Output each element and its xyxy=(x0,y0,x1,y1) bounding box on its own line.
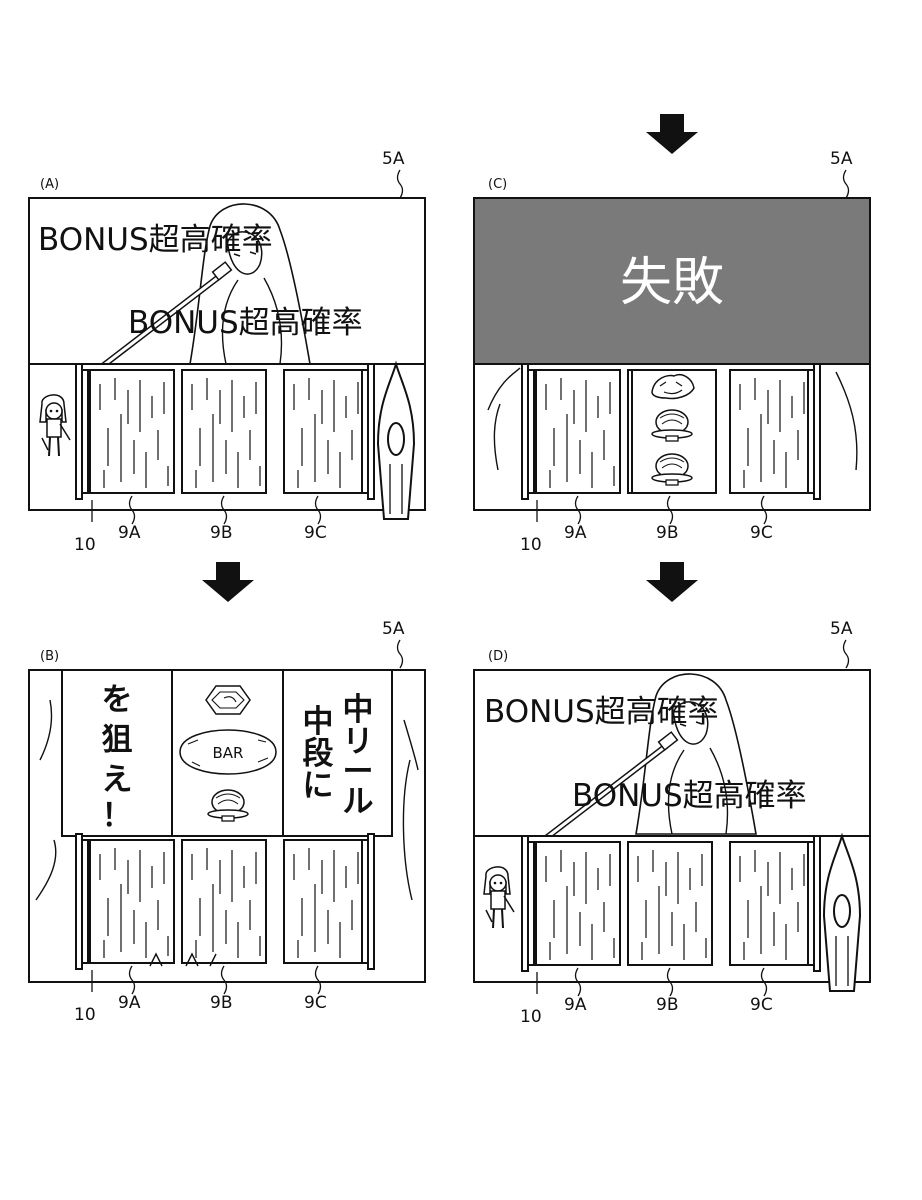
reel-unit xyxy=(522,836,820,971)
panel-a: (A) 5A BONUS超高確率 BONUS超高確率 10 9A 9B 9C xyxy=(28,149,426,555)
instruction-left-char: え xyxy=(102,762,133,798)
instruction-left-char: を xyxy=(102,682,133,718)
dragon-icon xyxy=(651,374,695,400)
instruction-right-char: ル xyxy=(343,784,374,820)
panel-c-label: (C) xyxy=(488,177,507,192)
bonus-banner-top: BONUS超高確率 xyxy=(38,222,273,258)
panel-a-label: (A) xyxy=(40,177,59,192)
reel-unit xyxy=(76,364,374,499)
frame-ref: 10 xyxy=(520,535,542,555)
panel-c-screen-ref: 5A xyxy=(830,149,853,169)
frame-ref: 10 xyxy=(520,1007,542,1027)
result-text: 失敗 xyxy=(620,253,724,313)
reel-unit xyxy=(76,834,374,969)
instruction-right-char: 中 xyxy=(343,692,374,728)
panel-b-label: (B) xyxy=(40,649,59,664)
result-band xyxy=(473,197,871,365)
reel-left-ref: 9A xyxy=(564,523,587,543)
down-arrow-icon xyxy=(646,562,698,602)
bonus-banner-bottom: BONUS超高確率 xyxy=(128,305,363,341)
bonus-banner-top: BONUS超高確率 xyxy=(484,694,719,730)
reel-left-ref: 9A xyxy=(564,995,587,1015)
reel-left-ref: 9A xyxy=(118,993,141,1013)
bar-symbol xyxy=(179,729,277,775)
panel-b-screen-ref: 5A xyxy=(382,619,405,639)
instruction-right-char: リ xyxy=(343,724,374,760)
reel-right-ref: 9C xyxy=(304,523,327,543)
panel-c: (C) 5A 失敗 10 9A 9B 9C xyxy=(473,149,871,555)
instruction-left-char: ！ xyxy=(102,798,133,834)
down-arrow-icon xyxy=(646,114,698,154)
frame-ref: 10 xyxy=(74,535,96,555)
instruction-right-char: に xyxy=(303,768,334,804)
instruction-right-char: ー xyxy=(343,754,374,790)
instruction-left-char: 狙 xyxy=(102,722,133,758)
frame-ref: 10 xyxy=(74,1005,96,1025)
reel-left-ref: 9A xyxy=(118,523,141,543)
panel-d-screen-ref: 5A xyxy=(830,619,853,639)
reel-right-ref: 9C xyxy=(750,523,773,543)
crystal-symbol-icon xyxy=(205,685,251,715)
panel-b: (B) 5A を 狙 え ！ 中 リ ー ル 中 段 に BAR xyxy=(28,619,426,1025)
panel-a-screen-ref: 5A xyxy=(382,149,405,169)
reel-center-ref: 9B xyxy=(656,523,678,543)
panel-d: (D) 5A BONUS超高確率 BONUS超高確率 10 9A 9B 9C xyxy=(473,619,871,1027)
instruction-right-char: 段 xyxy=(303,736,334,772)
instruction-right-char: 中 xyxy=(303,704,334,740)
bar-symbol-label: BAR xyxy=(213,744,244,762)
reel-right-ref: 9C xyxy=(304,993,327,1013)
reel-center-ref: 9B xyxy=(210,993,232,1013)
reel-center-ref: 9B xyxy=(656,995,678,1015)
panel-d-label: (D) xyxy=(488,649,508,664)
reel-right-ref: 9C xyxy=(750,995,773,1015)
bonus-banner-bottom: BONUS超高確率 xyxy=(572,778,807,814)
down-arrow-icon xyxy=(202,562,254,602)
reel-center-ref: 9B xyxy=(210,523,232,543)
